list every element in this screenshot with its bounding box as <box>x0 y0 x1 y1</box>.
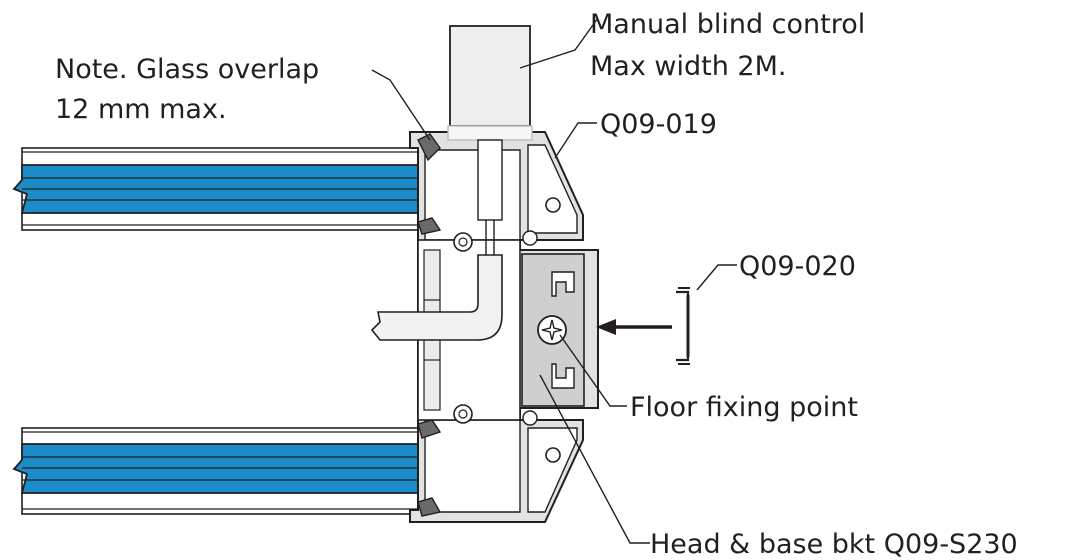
floor-fixing-screw <box>537 315 567 345</box>
aluminium-profile <box>409 131 599 523</box>
upper-glass-pane <box>12 147 463 231</box>
manual-blind-control-label: Manual blind control <box>590 9 865 40</box>
leader-lines <box>371 17 737 544</box>
floor-fixing-point-label: Floor fixing point <box>630 392 858 423</box>
lower-glass-pane <box>12 427 490 515</box>
manual-blind-width-label: Max width 2M. <box>590 51 786 82</box>
head-base-bracket <box>521 253 585 407</box>
part-q09-020-label: Q09-020 <box>739 251 856 282</box>
cover-profile-q09-020 <box>676 287 690 365</box>
manual-blind-control <box>370 25 533 341</box>
upper-screw-port <box>453 230 538 252</box>
glass-overlap-max-label: 12 mm max. <box>55 94 227 125</box>
insert-direction-arrow <box>596 319 672 335</box>
glass-overlap-note-label: Note. Glass overlap <box>55 54 319 85</box>
lower-screw-port <box>453 404 538 426</box>
head-base-bracket-label: Head & base bkt Q09-S230 <box>650 529 1018 560</box>
part-q09-019-label: Q09-019 <box>600 109 717 140</box>
